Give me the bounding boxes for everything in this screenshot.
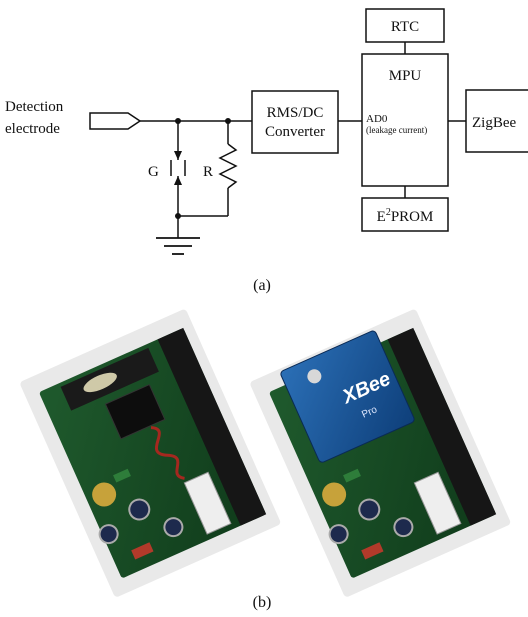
rms-label-line2: Converter — [265, 124, 325, 140]
zigbee-box — [465, 89, 528, 153]
eeprom-box — [361, 197, 449, 232]
arrow-up-icon — [174, 176, 182, 185]
xbee-module — [280, 330, 415, 463]
eeprom-label: E2PROM — [377, 207, 434, 225]
electrode-probe-icon — [89, 112, 142, 130]
ad0-label: AD0 — [366, 113, 388, 125]
rtc-label: RTC — [391, 19, 419, 35]
ad0-sub-label: (leakage current) — [366, 125, 427, 135]
right-yellow-capacitor — [322, 482, 347, 507]
left-smd-part — [113, 468, 131, 483]
left-white-connector — [183, 471, 232, 535]
mpu-label: MPU — [389, 68, 422, 84]
eeprom-superscript: 2 — [386, 207, 391, 218]
resistor-label: R — [203, 164, 213, 180]
left-electrolytic-cap — [163, 517, 184, 538]
right-smd-part — [343, 468, 361, 483]
left-yellow-capacitor — [92, 482, 117, 507]
detection-label-line2: electrode — [5, 121, 60, 137]
left-electrolytic-cap — [98, 524, 119, 545]
right-electrolytic-cap — [393, 517, 414, 538]
photo-area: XBee Pro — [20, 309, 511, 597]
arrow-down-icon — [174, 151, 182, 160]
right-resistor — [361, 542, 384, 560]
right-electrolytic-cap — [328, 524, 349, 545]
rtc-box — [365, 8, 445, 43]
resistor-icon — [218, 143, 238, 189]
circuit-diagram: Detection electrode G R RMS/DC — [5, 8, 528, 255]
eeprom-prefix: E — [377, 209, 386, 225]
eeprom-suffix: PROM — [391, 209, 434, 225]
xbee-antenna-connector — [307, 369, 322, 384]
left-black-connector — [157, 327, 267, 526]
left-mcu-chip — [104, 383, 166, 440]
left-resistor — [131, 542, 154, 560]
panel-b-label: (b) — [253, 594, 272, 611]
left-red-wire — [150, 426, 185, 480]
left-crystal — [83, 372, 117, 393]
rms-dc-converter-box — [251, 90, 339, 154]
left-electrolytic-cap — [128, 498, 151, 521]
left-board-photo — [20, 309, 281, 597]
ground-icon — [156, 237, 200, 255]
detection-label-line1: Detection — [5, 99, 64, 115]
panel-a-label: (a) — [253, 277, 271, 294]
gap-label: G — [148, 164, 159, 180]
right-electrolytic-cap — [358, 498, 381, 521]
mpu-box — [361, 53, 449, 187]
zigbee-label: ZigBee — [472, 115, 516, 131]
right-white-connector — [413, 471, 462, 535]
rms-label-line1: RMS/DC — [267, 105, 324, 121]
right-black-connector — [387, 327, 497, 526]
right-board-photo: XBee Pro — [250, 309, 511, 597]
